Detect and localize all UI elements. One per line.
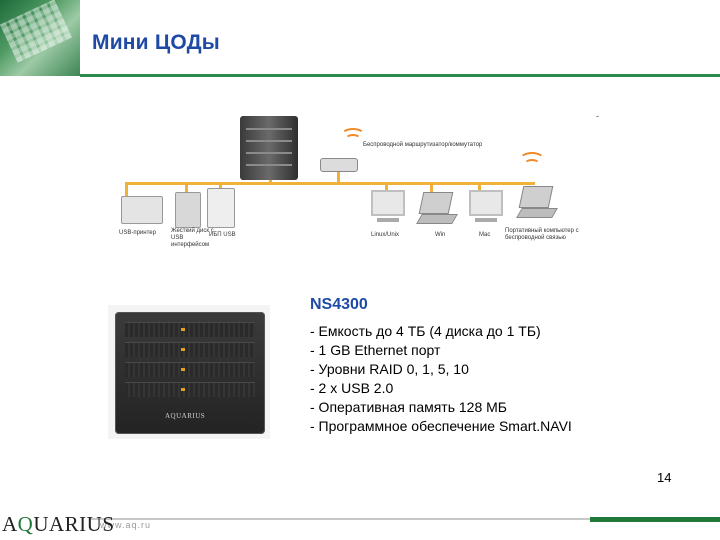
printer-icon <box>121 196 163 224</box>
device-logo: AQUARIUS <box>165 412 206 420</box>
wireless-laptop-icon <box>518 186 554 208</box>
nas-server-icon <box>240 116 298 180</box>
router-label: Беспроводной маршрутизатор/коммутатор <box>363 142 483 148</box>
external-hdd-icon <box>175 192 201 228</box>
wireless-laptop-label: Портативный компьютер с беспроводной свя… <box>505 228 579 241</box>
product-name: NS4300 <box>310 296 368 313</box>
laptop-wifi-icon <box>519 152 545 168</box>
aquarius-logo: AQUARIUS <box>2 512 115 536</box>
linux-label: Linux/Unix <box>371 232 400 238</box>
spec-item: - 1 GB Ethernet порт <box>310 342 441 358</box>
win-label: Win <box>435 232 446 238</box>
footer-accent-bar <box>590 517 720 522</box>
mac-label: Mac <box>479 232 491 238</box>
header-divider <box>80 74 720 77</box>
router-icon <box>320 158 358 172</box>
spec-item: - Емкость до 4 ТБ (4 диска до 1 ТБ) <box>310 323 541 339</box>
spec-item: - Оперативная память 128 МБ <box>310 399 507 415</box>
page-number: 14 <box>657 470 672 485</box>
linux-pc-icon <box>371 190 405 216</box>
win-laptop-icon <box>418 192 454 214</box>
ups-icon <box>207 188 235 228</box>
footer-url[interactable]: www.aq.ru <box>100 520 152 530</box>
network-diagram: Беспроводной маршрутизатор/коммутатор US… <box>105 112 605 262</box>
spec-item: - Уровни RAID 0, 1, 5, 10 <box>310 361 469 377</box>
stray-mark: - <box>596 111 599 121</box>
hdd-label: Жесткий диск с USB интерфейсом <box>171 228 214 248</box>
spec-item: - Программное обеспечение Smart.NAVI <box>310 418 572 434</box>
slide-title: Мини ЦОДы <box>92 31 220 54</box>
printer-label: USB-принтер <box>119 230 156 236</box>
mac-pc-icon <box>469 190 503 216</box>
header-band <box>80 0 720 76</box>
header-keyboard-image <box>0 0 80 76</box>
footer-divider <box>90 518 640 520</box>
spec-item: - 2 x USB 2.0 <box>310 380 394 396</box>
ups-label: ИБП USB <box>209 232 236 238</box>
spec-list: - Емкость до 4 ТБ (4 диска до 1 ТБ) - 1 … <box>310 322 572 436</box>
nas-device: AQUARIUS <box>115 312 265 434</box>
wifi-waves-icon <box>341 128 365 142</box>
